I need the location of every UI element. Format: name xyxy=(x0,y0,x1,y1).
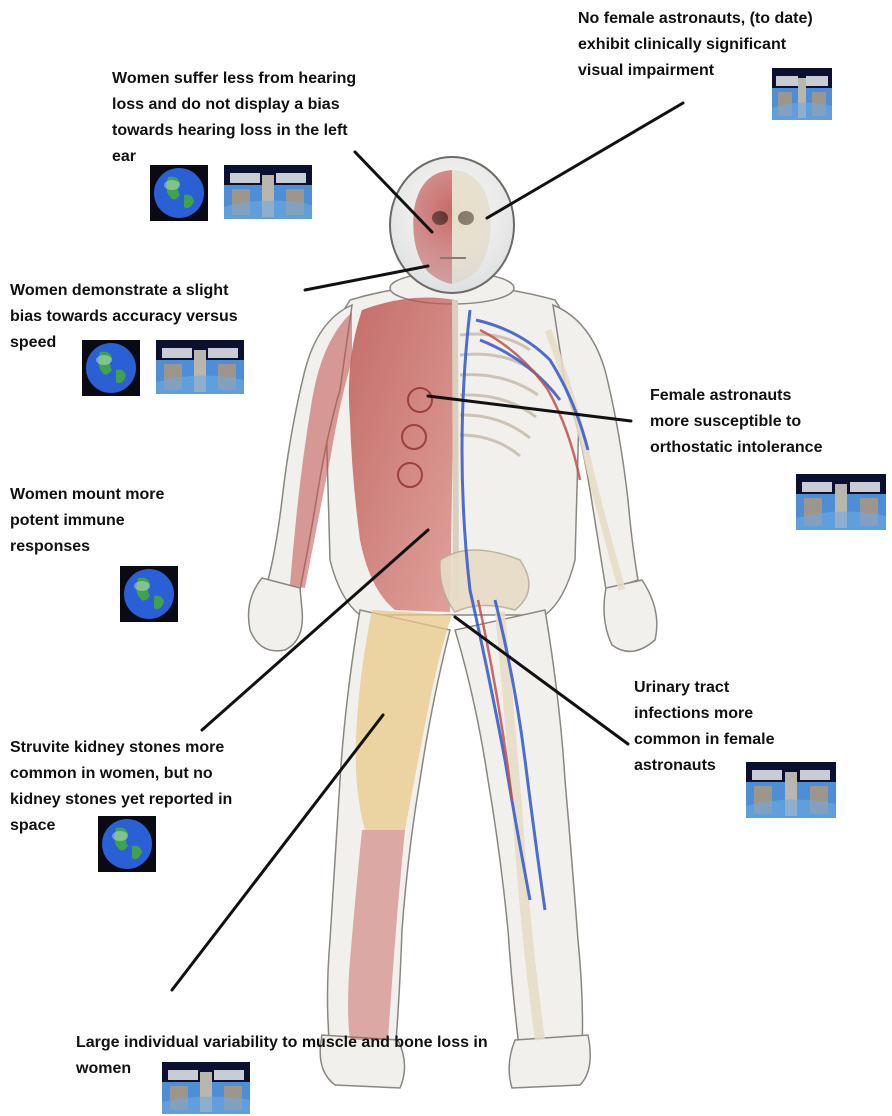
iss-icon xyxy=(796,474,886,530)
iss-icon xyxy=(772,68,832,120)
leader-line-vision xyxy=(487,103,683,218)
annotation-immune: Women mount more potent immune responses xyxy=(10,482,164,560)
annotation-orthostatic: Female astronauts more susceptible to or… xyxy=(650,383,822,461)
annotation-hearing: Women suffer less from hearing loss and … xyxy=(112,66,356,170)
iss-icon xyxy=(746,762,836,818)
iss-icon xyxy=(162,1062,250,1114)
annotation-musculoskeletal: Large individual variability to muscle a… xyxy=(76,1030,488,1082)
earth-icon xyxy=(120,566,178,622)
earth-icon xyxy=(150,165,208,221)
earth-icon xyxy=(98,816,156,872)
iss-icon xyxy=(156,340,244,394)
helmet xyxy=(390,157,514,293)
iss-icon xyxy=(224,165,312,219)
earth-icon xyxy=(82,340,140,396)
